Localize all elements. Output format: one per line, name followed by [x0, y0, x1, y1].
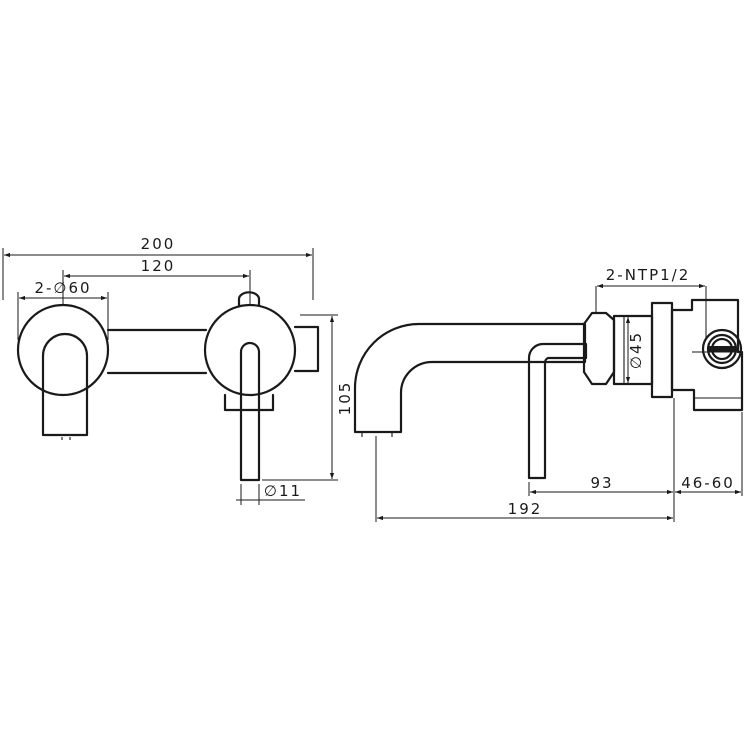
dim-wall-depth: 46-60 [675, 474, 741, 495]
label-body-diameter: ∅45 [627, 331, 645, 369]
dim-overall-width: 200 [2, 235, 314, 300]
dim-flange-diameter: 2-∅60 [17, 279, 109, 340]
top-cap [237, 291, 261, 307]
label-handle-spacing: 120 [141, 257, 176, 275]
side-spout [353, 322, 587, 434]
dim-lever-projection: 93 [530, 474, 673, 495]
wall-box [670, 298, 744, 412]
dim-height: 105 [262, 314, 354, 481]
label-lever-projection: 93 [590, 474, 613, 492]
front-view: 200 120 2-∅60 ∅11 105 [2, 235, 354, 505]
label-wall-depth: 46-60 [681, 474, 735, 492]
valve-side-block [293, 325, 320, 373]
dim-lever-diameter: ∅11 [236, 482, 305, 505]
wall-flange [650, 301, 674, 399]
left-flange [16, 303, 110, 397]
dim-body-diameter: ∅45 [625, 317, 645, 383]
side-view: 2-NTP1/2 ∅45 93 46-60 192 [353, 266, 744, 522]
label-thread: 2-NTP1/2 [606, 266, 691, 284]
mixer-body [582, 311, 616, 386]
right-flange [203, 303, 297, 397]
dim-thread: 2-NTP1/2 [595, 266, 707, 340]
front-lever [239, 341, 261, 482]
lever-collar [223, 393, 275, 412]
label-lever-diameter: ∅11 [264, 482, 302, 500]
label-height: 105 [336, 381, 354, 416]
connecting-bar [106, 328, 208, 375]
label-overall-width: 200 [141, 235, 176, 253]
outlet-port [701, 328, 743, 370]
label-spout-projection: 192 [508, 500, 543, 518]
dim-spout-projection: 192 [377, 500, 673, 521]
label-flange-diameter: 2-∅60 [34, 279, 91, 297]
front-spout [41, 332, 89, 437]
side-lever [527, 342, 588, 480]
